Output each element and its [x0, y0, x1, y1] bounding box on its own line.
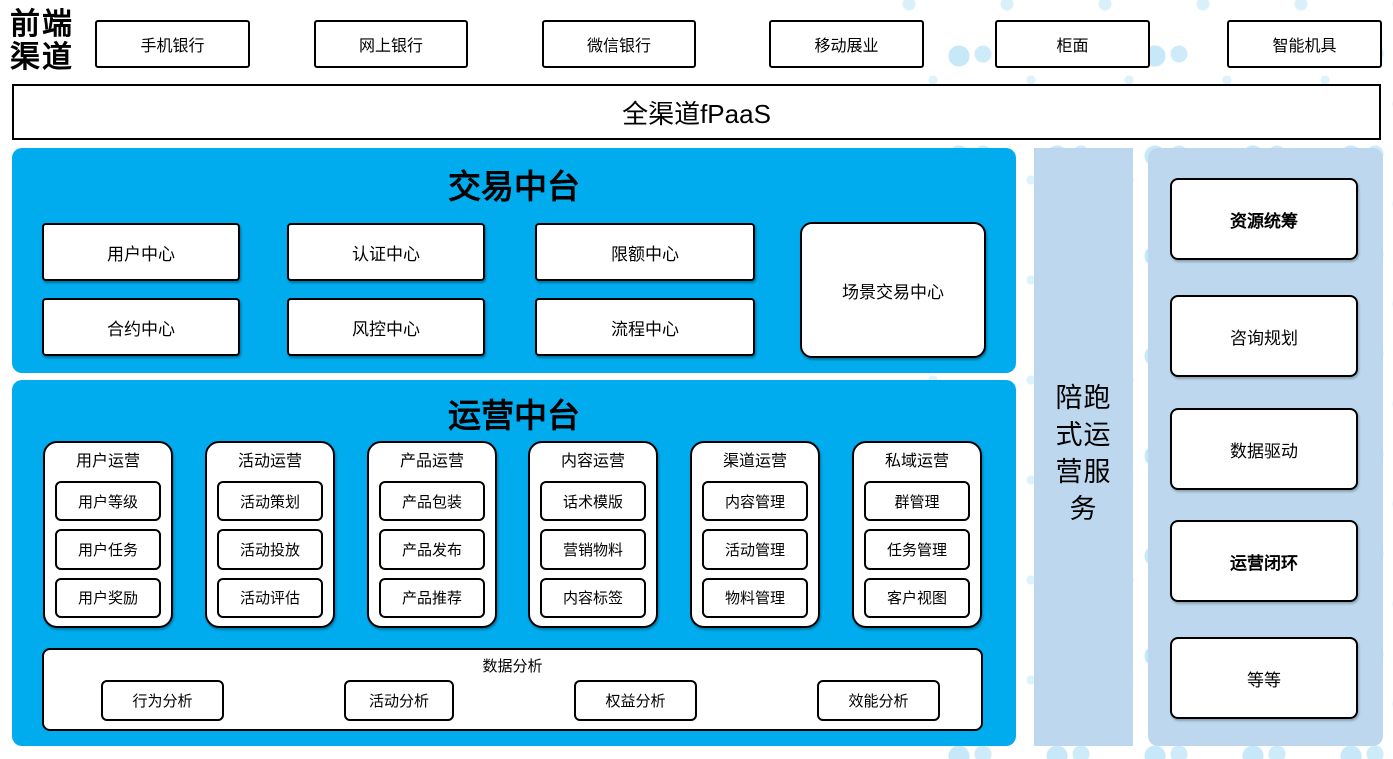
column-title: 活动运营: [237, 453, 302, 470]
column-item: 群管理: [864, 481, 970, 522]
column-item: 活动评估: [217, 577, 323, 618]
frontend-channels-label: 前端渠道: [10, 8, 74, 74]
column-item: 产品推荐: [379, 577, 485, 618]
column-title: 用户运营: [75, 453, 140, 470]
center-box-auth: 认证中心: [287, 223, 485, 281]
column-item: 产品发布: [379, 529, 485, 570]
operation-column-private-domain: 私域运营 群管理 任务管理 客户视图: [852, 441, 982, 628]
column-item: 内容标签: [540, 577, 646, 618]
column-item: 用户任务: [55, 529, 161, 570]
operation-platform-title: 运营中台: [448, 399, 580, 435]
service-item-etc: 等等: [1170, 637, 1358, 719]
operation-column-activity: 活动运营 活动策划 活动投放 活动评估: [205, 441, 335, 628]
column-item: 物料管理: [702, 577, 808, 618]
service-item-data-driven: 数据驱动: [1170, 408, 1358, 490]
operation-platform-section: 运营中台 用户运营 用户等级 用户任务 用户奖励 活动运营 活动策划 活动投放 …: [12, 380, 1016, 746]
center-box-risk: 风控中心: [287, 298, 485, 356]
channel-box-counter: 柜面: [995, 20, 1150, 68]
data-analysis-box: 数据分析 行为分析 活动分析 权益分析 效能分析: [42, 648, 983, 731]
service-item-operation-loop: 运营闭环: [1170, 520, 1358, 602]
analysis-item: 效能分析: [817, 680, 940, 721]
service-item-consulting: 咨询规划: [1170, 295, 1358, 377]
channel-box-smart-machine: 智能机具: [1227, 20, 1382, 68]
column-item: 内容管理: [702, 481, 808, 522]
operation-column-product: 产品运营 产品包装 产品发布 产品推荐: [367, 441, 497, 628]
channel-box-mobile-marketing: 移动展业: [769, 20, 924, 68]
transaction-platform-title: 交易中台: [448, 170, 580, 206]
companion-service-strip: 陪跑式运营服务: [1034, 148, 1133, 746]
channel-box-mobile-banking: 手机银行: [95, 20, 250, 68]
column-item: 活动管理: [702, 529, 808, 570]
scene-transaction-center-box: 场景交易中心: [800, 222, 986, 358]
column-title: 私域运营: [884, 453, 949, 470]
column-title: 渠道运营: [722, 453, 787, 470]
service-panel: 资源统筹 咨询规划 数据驱动 运营闭环 等等: [1148, 148, 1383, 746]
column-item: 用户奖励: [55, 577, 161, 618]
operation-column-user: 用户运营 用户等级 用户任务 用户奖励: [43, 441, 173, 628]
center-box-process: 流程中心: [535, 298, 755, 356]
fpaas-bar: 全渠道fPaaS: [12, 84, 1381, 140]
service-item-resource-planning: 资源统筹: [1170, 178, 1358, 260]
companion-service-label: 陪跑式运营服务: [1055, 383, 1112, 524]
column-item: 活动投放: [217, 529, 323, 570]
operation-column-channel: 渠道运营 内容管理 活动管理 物料管理: [690, 441, 820, 628]
column-item: 用户等级: [55, 481, 161, 522]
channel-box-wechat-banking: 微信银行: [542, 20, 696, 68]
operation-column-content: 内容运营 话术模版 营销物料 内容标签: [528, 441, 658, 628]
center-box-user: 用户中心: [42, 223, 240, 281]
transaction-platform-section: 交易中台 用户中心 认证中心 限额中心 合约中心 风控中心 流程中心 场景交易中…: [12, 148, 1016, 373]
column-item: 客户视图: [864, 577, 970, 618]
analysis-item: 行为分析: [101, 680, 224, 721]
channel-box-online-banking: 网上银行: [314, 20, 468, 68]
column-item: 任务管理: [864, 529, 970, 570]
column-item: 营销物料: [540, 529, 646, 570]
analysis-item: 活动分析: [344, 680, 454, 721]
analysis-item: 权益分析: [574, 680, 697, 721]
column-item: 话术模版: [540, 481, 646, 522]
center-box-contract: 合约中心: [42, 298, 240, 356]
center-box-limit: 限额中心: [535, 223, 755, 281]
data-analysis-title: 数据分析: [482, 658, 543, 675]
column-title: 内容运营: [560, 453, 625, 470]
column-title: 产品运营: [399, 453, 464, 470]
column-item: 产品包装: [379, 481, 485, 522]
column-item: 活动策划: [217, 481, 323, 522]
